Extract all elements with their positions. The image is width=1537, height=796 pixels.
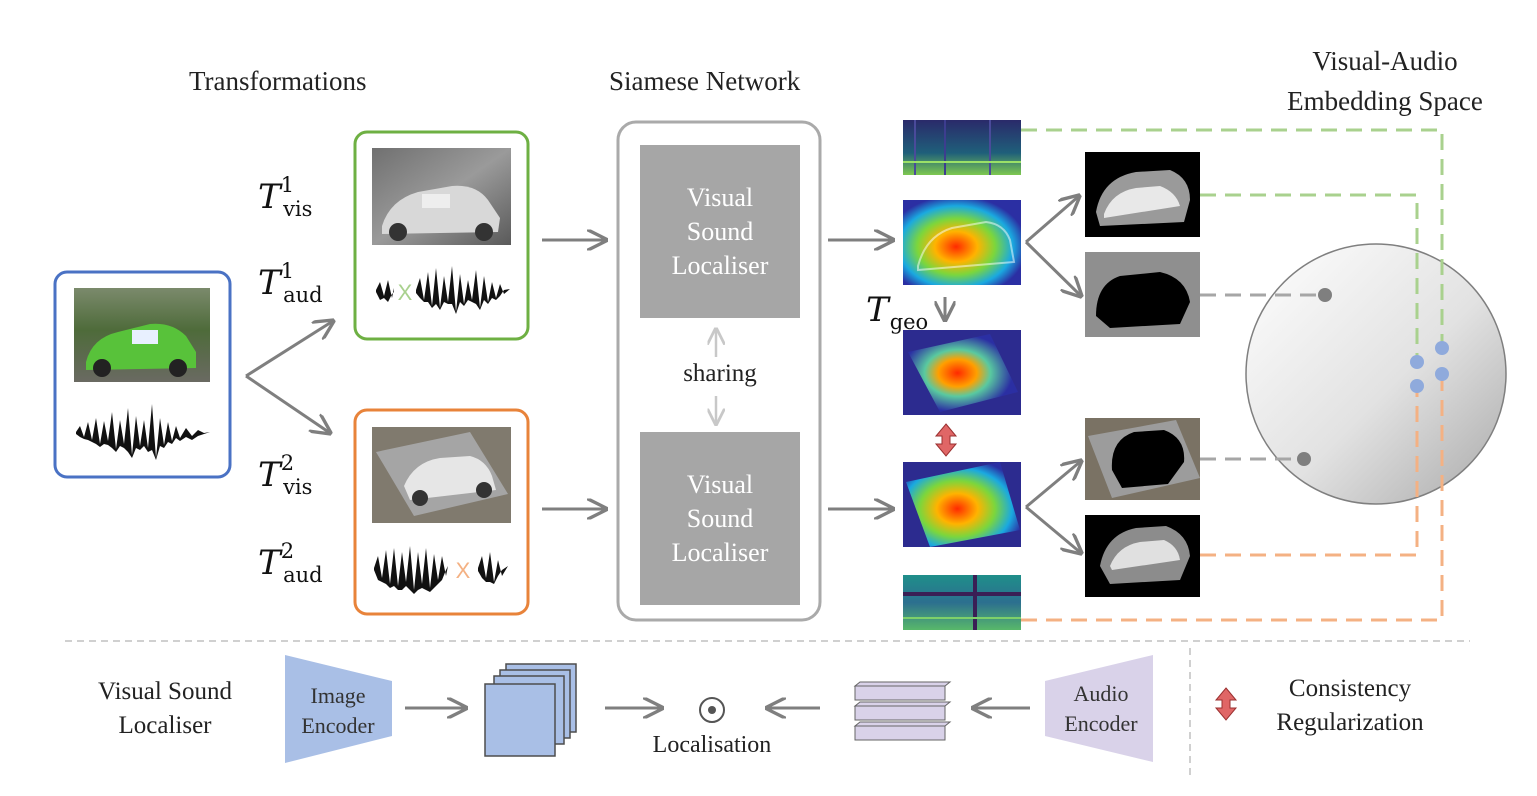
embedding-point-view1-audio: [1435, 341, 1449, 355]
transform-aud1: T1aud: [258, 259, 323, 307]
heatmap-geo-transformed: [903, 330, 1021, 415]
heading-transformations: Transformations: [189, 66, 367, 96]
embedding-point-view1-visual: [1410, 355, 1424, 369]
consistency-label-line1: Consistency: [1288, 675, 1412, 702]
localiser-top-label-line1: Visual: [686, 183, 754, 212]
localiser-bottom-label-line3: Localiser: [671, 538, 769, 567]
transform-aud2: T2aud: [258, 539, 323, 587]
original-input-box: [53, 270, 232, 479]
view1-box: [353, 130, 530, 341]
arrow-to-background-bottom: [1025, 461, 1081, 509]
localisation-label: Localisation: [652, 732, 772, 758]
view2-audio-cut-mark: X: [456, 558, 471, 583]
arrow-to-foreground-bottom: [1025, 505, 1081, 553]
view1-car-image: [372, 148, 511, 245]
background-crop-view1: [1085, 252, 1200, 337]
view1-audio-waveform: [376, 266, 510, 314]
feature-map-stack: [484, 663, 577, 757]
orange-dash-foreground: [1200, 390, 1419, 557]
arrow-to-foreground-top: [1025, 196, 1079, 244]
branch-arrow-view2: [245, 374, 330, 433]
heading-embedding-line1: Visual-Audio: [1312, 46, 1458, 76]
embedding-point-background2: [1297, 452, 1311, 466]
consistency-arrow: [934, 423, 958, 457]
heading-siamese-network: Siamese Network: [609, 66, 801, 96]
background-crop-view2: [1085, 418, 1200, 500]
siamese-network-box: [616, 120, 822, 622]
image-encoder-shape: [285, 655, 392, 763]
dot-product-icon: [699, 697, 725, 723]
audio-encoder-shape: [1045, 655, 1153, 762]
heading-embedding-line2: Embedding Space: [1287, 86, 1483, 116]
sharing-label: sharing: [683, 360, 757, 387]
consistency-label-line2: Regularization: [1276, 709, 1424, 736]
transform-geo: Tgeo: [866, 290, 929, 334]
green-dash-foreground: [1200, 193, 1419, 357]
embedding-point-view2-audio: [1435, 367, 1449, 381]
embedding-point-view2-visual: [1410, 379, 1424, 393]
image-encoder-label-line1: Image: [310, 683, 366, 708]
heatmap-view2: [903, 462, 1021, 547]
embedding-point-background1: [1318, 288, 1332, 302]
localiser-top-label-line2: Sound: [686, 217, 754, 246]
localiser-top-label-line3: Localiser: [671, 251, 769, 280]
view2-audio-waveform: [374, 546, 508, 594]
view2-box: [353, 408, 530, 616]
audio-encoder-label-line1: Audio: [1073, 681, 1129, 706]
original-audio-waveform: [76, 404, 210, 460]
spectrogram-bottom: [903, 575, 1021, 630]
image-encoder-label-line2: Encoder: [301, 713, 375, 738]
consistency-legend-icon: [1214, 687, 1238, 721]
foreground-crop-view2: [1085, 515, 1200, 597]
arrow-to-background-top: [1024, 240, 1081, 296]
embedding-sphere: [1245, 243, 1507, 505]
orange-dash-spectrogram: [1021, 378, 1444, 622]
transform-vis2: T2vis: [258, 451, 313, 499]
transform-vis1: T1vis: [258, 173, 313, 221]
original-car-image: [74, 288, 210, 382]
heatmap-view1: [903, 200, 1021, 285]
spectrogram-top: [903, 120, 1021, 175]
localiser-box-top: [640, 145, 800, 318]
green-dash-spectrogram: [1021, 128, 1444, 343]
foreground-crop-view1: [1085, 152, 1200, 237]
audio-embedding-stack: [853, 681, 952, 741]
view2-car-image: [372, 427, 511, 523]
audio-encoder-label-line2: Encoder: [1064, 711, 1138, 736]
view1-audio-cut-mark: X: [398, 280, 413, 305]
legend-vsl-line2: Localiser: [118, 712, 212, 739]
branch-arrow-view1: [245, 321, 333, 378]
localiser-bottom-label-line2: Sound: [686, 504, 754, 533]
legend-vsl-line1: Visual Sound: [98, 678, 232, 705]
localiser-box-bottom: [640, 432, 800, 605]
localiser-bottom-label-line1: Visual: [686, 470, 754, 499]
